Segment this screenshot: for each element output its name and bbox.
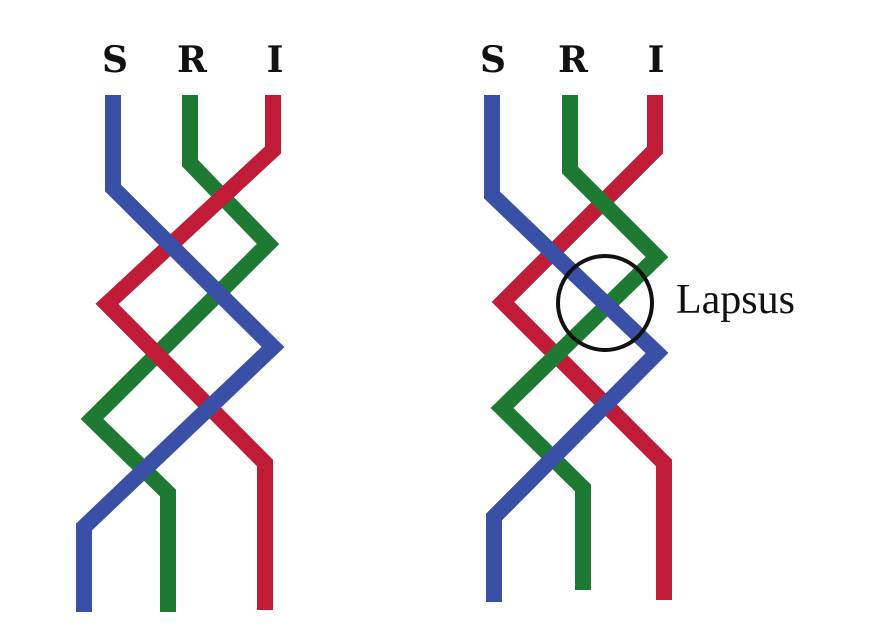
lapsus-annotation: Lapsus	[676, 277, 795, 323]
lapsus-circle	[556, 254, 654, 352]
strand-i-red	[95, 95, 281, 610]
label-i: I	[267, 39, 284, 81]
label-s: S	[480, 39, 506, 81]
right-braid: S R I Lapsus	[480, 39, 795, 602]
strand-s-blue	[484, 95, 669, 602]
label-s: S	[102, 39, 128, 81]
left-braid: S R I	[76, 39, 285, 612]
strand-i-red	[491, 95, 672, 600]
label-r: R	[177, 39, 208, 81]
strand-s-blue	[76, 95, 285, 612]
label-r: R	[558, 39, 589, 81]
label-i: I	[648, 39, 665, 81]
strand-r-green	[80, 95, 280, 612]
strand-r-green	[490, 95, 669, 590]
